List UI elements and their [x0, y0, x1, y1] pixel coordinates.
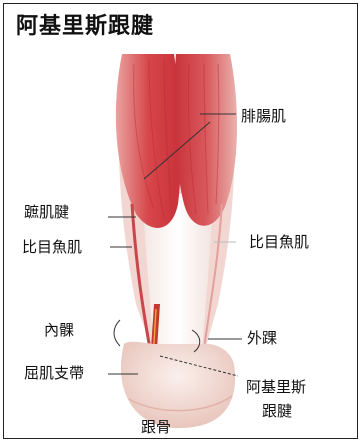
label-gastrocnemius: 腓腸肌	[241, 105, 286, 126]
heel-shape	[121, 342, 235, 428]
label-medial-malleolus: 內髁	[44, 319, 74, 340]
label-lateral-malleolus: 外踝	[247, 327, 277, 348]
label-flexor-retinaculum: 屈肌支帶	[24, 362, 84, 383]
label-achilles-tendon-line1: 阿基里斯	[246, 376, 306, 397]
label-soleus-left: 比目魚肌	[22, 236, 82, 257]
label-calcaneus: 跟骨	[141, 416, 171, 437]
label-plantaris-tendon: 蹠肌腱	[24, 201, 69, 222]
label-achilles-tendon-line2: 跟腱	[262, 400, 292, 421]
diagram-title: 阿基里斯跟腱	[16, 8, 154, 40]
diagram-frame: 阿基里斯跟腱 腓腸肌 蹠肌腱 比目魚肌 比目魚肌 內髁 外踝 屈肌支帶 阿基里斯…	[3, 3, 358, 439]
label-soleus-right: 比目魚肌	[249, 231, 309, 252]
